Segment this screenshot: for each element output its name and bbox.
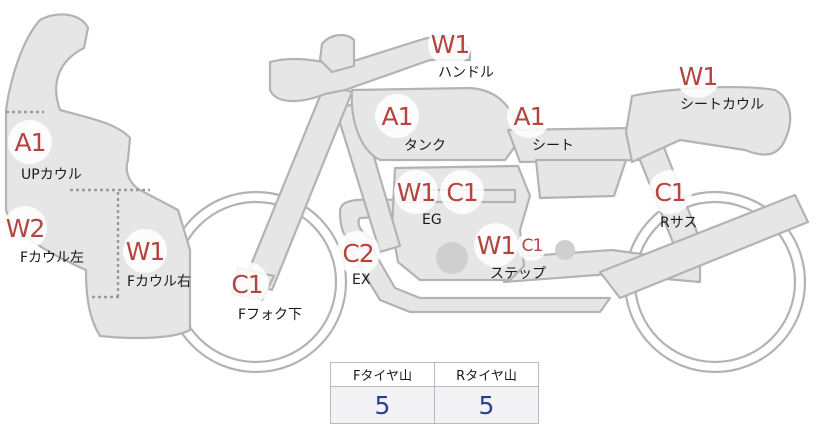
header-front-tire: Fタイヤ山 — [330, 362, 435, 387]
label-f-cowl-left: Fカウル左 — [20, 250, 85, 266]
label-f-fork: Fフォク下 — [238, 307, 303, 323]
label-ex: EX — [352, 272, 371, 288]
front-fork — [242, 82, 354, 292]
label-f-cowl-right: Fカウル右 — [127, 274, 192, 290]
tag-f-cowl-left: W2 — [3, 206, 47, 250]
label-eg: EG — [422, 212, 442, 228]
label-step: ステップ — [490, 266, 546, 282]
value-front-tire: 5 — [330, 386, 435, 424]
tag-tank: A1 — [375, 94, 419, 138]
tag-f-cowl-right: W1 — [123, 229, 167, 273]
seat — [506, 126, 642, 164]
label-tank: タンク — [404, 138, 446, 154]
label-seat-cowl: シートカウル — [680, 97, 764, 113]
tag-eg-c: C1 — [440, 170, 484, 214]
headstock — [318, 34, 356, 74]
label-up-cowl: UPカウル — [21, 167, 82, 183]
label-handle: ハンドル — [438, 65, 494, 81]
label-seat: シート — [532, 138, 574, 154]
tag-step-w: W1 — [474, 223, 518, 267]
tire-tread-table: Fタイヤ山 Rタイヤ山 5 5 — [330, 362, 539, 424]
tag-seat: A1 — [507, 94, 551, 138]
side-panel — [534, 158, 628, 200]
table-row: 5 5 — [330, 386, 539, 424]
tag-eg-w: W1 — [394, 170, 438, 214]
value-rear-tire: 5 — [434, 386, 539, 424]
exhaust-pipe — [348, 246, 612, 314]
tag-handle: W1 — [428, 22, 472, 66]
frame-down-tube — [334, 100, 402, 254]
tag-f-fork: C1 — [225, 262, 269, 306]
table-header-row: Fタイヤ山 Rタイヤ山 — [330, 362, 539, 387]
tag-step-c: C1 — [517, 231, 547, 261]
tag-up-cowl: A1 — [8, 120, 52, 164]
tag-seat-cowl: W1 — [676, 54, 720, 98]
header-rear-tire: Rタイヤ山 — [434, 362, 539, 387]
tag-ex: C2 — [336, 231, 380, 275]
label-rsus: Rサス — [660, 215, 698, 231]
step-hub — [555, 240, 575, 260]
engine-hub — [436, 242, 468, 274]
rear-shock-arm — [598, 193, 810, 300]
tag-rsus: C1 — [648, 170, 692, 214]
